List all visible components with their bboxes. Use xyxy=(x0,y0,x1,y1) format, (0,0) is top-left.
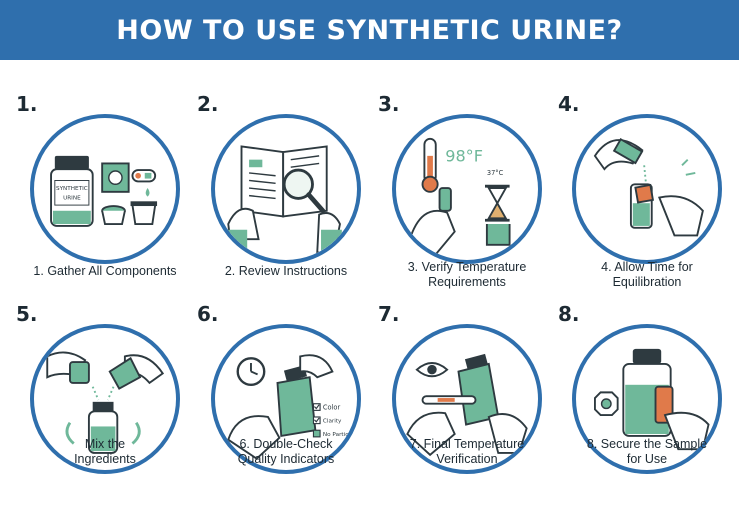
checklist-item: Clarity xyxy=(323,419,342,425)
components-icon: SYNTHETIC URINE xyxy=(50,155,158,227)
step-caption: Mix the Ingredients xyxy=(12,437,198,467)
step-caption: 7. Final Temperature Verification xyxy=(374,437,560,467)
step-caption: 3. Verify Temperature Requirements xyxy=(374,260,560,290)
step-illustration xyxy=(572,114,722,264)
checklist-item: No Particles xyxy=(323,432,356,438)
step-illustration xyxy=(572,324,722,474)
step-number: 8. xyxy=(558,302,580,326)
caption-line: Mix the xyxy=(84,437,126,451)
caption-line: Requirements xyxy=(428,275,506,289)
step-illustration xyxy=(392,324,542,474)
step-number: 7. xyxy=(378,302,400,326)
step-2: 2. 2. Review Instructions xyxy=(193,92,373,307)
thermometer-icon: 98°F 37°C xyxy=(408,137,511,256)
step-number: 2. xyxy=(197,92,219,116)
pour-icon xyxy=(593,137,704,237)
step-8: 8. 8. Secure the Sample for Use xyxy=(554,302,734,517)
bottle-label-line: URINE xyxy=(63,195,81,201)
step-number: 6. xyxy=(197,302,219,326)
step-illustration: Color Clarity No Particles xyxy=(211,324,361,474)
step-caption: 6. Double-Check Quality Indicators xyxy=(193,437,379,467)
step-number: 5. xyxy=(16,302,38,326)
caption-line: Quality Indicators xyxy=(237,452,335,466)
caption-line: 8. Secure the Sample xyxy=(586,437,708,451)
step-caption: 4. Allow Time for Equilibration xyxy=(554,260,739,290)
checklist-item: Color xyxy=(323,403,341,411)
mix-icon xyxy=(46,351,165,454)
step-7: 7. 7. Final Temperature Verification xyxy=(374,302,554,517)
page-title: HOW TO USE SYNTHETIC URINE? xyxy=(116,14,623,46)
step-number: 1. xyxy=(16,92,38,116)
step-4: 4. 4. Allow Time for Equilibration xyxy=(554,92,734,307)
bottle-label-line: SYNTHETIC xyxy=(56,186,88,192)
step-illustration xyxy=(30,324,180,474)
magnifier-icon xyxy=(227,145,342,259)
checklist-icon: Color Clarity No Particles xyxy=(227,354,356,460)
step-illustration: 98°F 37°C xyxy=(392,114,542,264)
step-6: 6. Color Clarity No Particles 6. Double-… xyxy=(193,302,373,517)
step-3: 3. 98°F 37°C 3. Verify Temperature Requi… xyxy=(374,92,554,307)
step-number: 3. xyxy=(378,92,400,116)
caption-line: 7. Final Temperature xyxy=(409,437,525,451)
caption-line: 3. Verify Temperature xyxy=(407,260,527,274)
caption-line: for Use xyxy=(626,452,668,466)
step-number: 4. xyxy=(558,92,580,116)
caption-line: Equilibration xyxy=(612,275,682,289)
step-caption: 2. Review Instructions xyxy=(193,264,379,279)
caption-line: 4. Allow Time for xyxy=(601,260,693,274)
caption-line: 6. Double-Check xyxy=(239,437,333,451)
step-1: 1. SYNTHETIC URINE 1. Gather All Compone… xyxy=(12,92,192,307)
step-caption: 8. Secure the Sample for Use xyxy=(554,437,739,467)
caption-line: Ingredients xyxy=(74,452,136,466)
step-5: 5. Mix the Ingredients xyxy=(12,302,192,517)
caption-line: 2. Review Instructions xyxy=(224,264,348,278)
caption-line: Verification xyxy=(436,452,498,466)
step-caption: 1. Gather All Components xyxy=(12,264,198,279)
header-banner: HOW TO USE SYNTHETIC URINE? xyxy=(0,0,739,60)
step-illustration: SYNTHETIC URINE xyxy=(30,114,180,264)
eye-icon xyxy=(406,353,528,457)
temperature-fahrenheit: 98°F xyxy=(445,147,483,166)
step-illustration xyxy=(211,114,361,264)
temperature-celsius: 37°C xyxy=(487,169,504,177)
lock-icon xyxy=(593,348,710,451)
caption-line: 1. Gather All Components xyxy=(33,264,177,278)
